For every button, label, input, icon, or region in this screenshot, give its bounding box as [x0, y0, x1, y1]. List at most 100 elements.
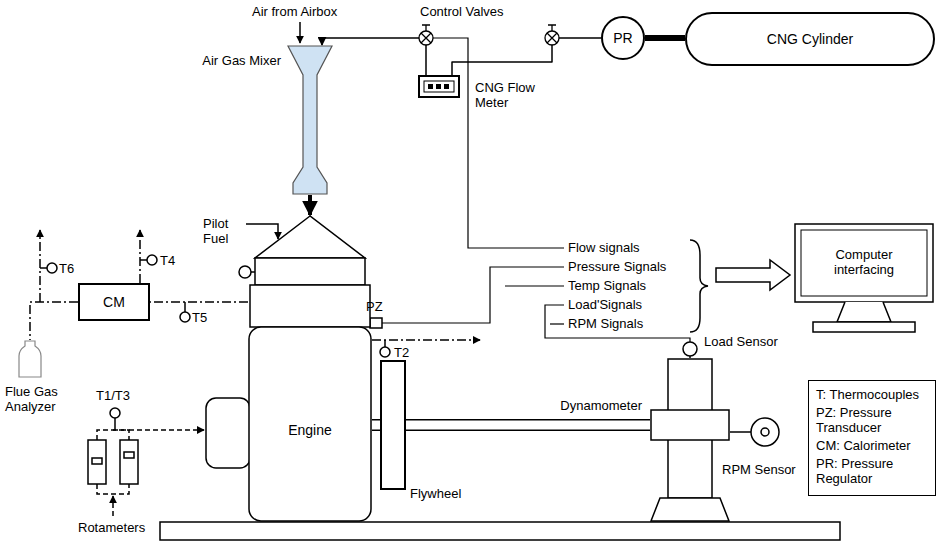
node-text: Air Gas Mixer	[202, 53, 281, 68]
engine-pulley	[206, 398, 250, 468]
valve-cross	[547, 33, 557, 43]
signal-wire	[382, 267, 564, 323]
node-text: Flywheel	[410, 486, 461, 501]
thermocouple	[47, 263, 57, 273]
thermocouple-stem	[384, 340, 386, 347]
flue-gas-analyzer-outline	[18, 340, 42, 378]
base-plate	[160, 522, 840, 540]
dynamometer: Dynamometer	[650, 358, 730, 522]
dynamometer-outline	[650, 358, 730, 522]
thermocouple-label: T4	[160, 253, 175, 268]
computer-monitor-shape	[837, 302, 891, 322]
thermocouple	[110, 408, 120, 418]
cng-flow-meter: CNG Flow Meter	[418, 75, 460, 98]
computer-monitor-shape	[813, 322, 915, 332]
signal-name: Load'Signals	[568, 297, 642, 312]
pressure-regulator: PR	[601, 16, 645, 60]
thermocouple-stem	[114, 418, 116, 430]
cng-flow-meter-shape	[436, 84, 441, 89]
sensor-label: RPM Sensor	[722, 462, 796, 477]
sensor-shaft	[730, 431, 751, 433]
signal-name: Temp Signals	[568, 278, 646, 293]
dynamometer-shape	[651, 410, 729, 440]
computer-monitor: Computer interfacing	[793, 222, 935, 334]
water-line	[113, 429, 204, 431]
pilot-fuel-line	[246, 224, 278, 239]
exhaust-line	[150, 301, 248, 303]
signal-name: Flow signals	[568, 240, 640, 255]
rotameter	[88, 440, 106, 484]
valve-stem	[422, 25, 430, 31]
engine-shape	[255, 216, 365, 258]
drive-shaft	[406, 419, 650, 431]
engine-outline	[248, 215, 372, 522]
air-inlet-arrow	[299, 22, 301, 43]
node-text: Dynamometer	[560, 398, 642, 413]
node-text: CNG Cylinder	[767, 32, 853, 47]
node-text: Engine	[248, 423, 372, 438]
rpm-sensor-hub	[761, 428, 769, 436]
computer-monitor-shape	[801, 230, 927, 296]
engine: Engine	[248, 215, 372, 522]
coolant-outlet-line	[372, 339, 480, 341]
computer-monitor-shape	[795, 224, 933, 302]
abbreviation-key: T: ThermocouplesPZ: Pressure TransducerC…	[808, 380, 936, 496]
mixture-feed-arrow	[308, 195, 312, 215]
thermocouple	[380, 347, 390, 357]
flue-gas-analyzer: Flue Gas Analyzer	[18, 340, 42, 378]
cng-flow-meter-shape	[428, 84, 433, 89]
node-text: T: Thermocouples	[816, 387, 928, 402]
signal-name: RPM Signals	[568, 316, 643, 331]
engine-shape	[249, 327, 371, 521]
calorimeter: CM	[78, 283, 150, 321]
load-sensor	[683, 342, 697, 356]
control-valve	[419, 31, 433, 45]
control-valve	[545, 31, 559, 45]
cng-flow-meter-outline	[420, 77, 458, 96]
signal-name: Pressure Signals	[568, 259, 666, 274]
thermocouple-stem	[40, 267, 47, 269]
rotameter-float	[124, 452, 134, 458]
thermocouple-stem	[184, 302, 186, 312]
water-line	[97, 430, 129, 440]
cng-flow-meter-shape	[424, 81, 454, 92]
shaft-fill	[372, 421, 380, 430]
rpm-sensor	[751, 418, 779, 446]
thermocouple	[180, 312, 190, 322]
cng-flow-meter-shape	[444, 84, 449, 89]
water-inlet	[112, 496, 114, 516]
engine-shape	[255, 258, 365, 285]
signal-arrow	[716, 260, 790, 290]
air-gas-mixer-outline	[287, 45, 333, 195]
node-text: PR	[613, 31, 632, 46]
signal-bracket	[690, 240, 708, 332]
signal-wire	[550, 323, 564, 324]
drive-shaft	[372, 419, 380, 431]
valve-stem	[548, 25, 556, 31]
sensor-label: PZ	[366, 299, 383, 314]
thermocouple-label: T1/T3	[96, 388, 130, 403]
node-text: CM: Calorimeter	[816, 438, 928, 453]
dynamometer-shape	[651, 498, 729, 521]
rotameter	[120, 440, 138, 484]
thermocouple-stem	[140, 259, 147, 261]
thermocouple-label: T5	[192, 310, 207, 325]
pressure-gauge	[239, 266, 251, 278]
signal-wire	[505, 285, 564, 286]
node-text: PR: Pressure Regulator	[816, 456, 928, 486]
node-text: CNG Flow Meter	[475, 80, 547, 110]
cng-cylinder: CNG Cylinder	[685, 12, 935, 66]
thermocouple-label: T2	[394, 345, 409, 360]
rotameter-float	[92, 458, 102, 464]
computer-monitor-outline	[793, 222, 935, 334]
valve-cross	[421, 33, 431, 43]
gas-supply-pipe	[645, 35, 685, 41]
thermocouple-label: T6	[59, 261, 74, 276]
fuel-label: Pilot Fuel	[203, 216, 243, 246]
node-text: CM	[103, 295, 125, 310]
part-label: Rotameters	[78, 520, 145, 535]
node-text: PZ: Pressure Transducer	[816, 405, 928, 435]
node-text: Flue Gas Analyzer	[5, 384, 77, 414]
thermocouple	[147, 255, 157, 265]
